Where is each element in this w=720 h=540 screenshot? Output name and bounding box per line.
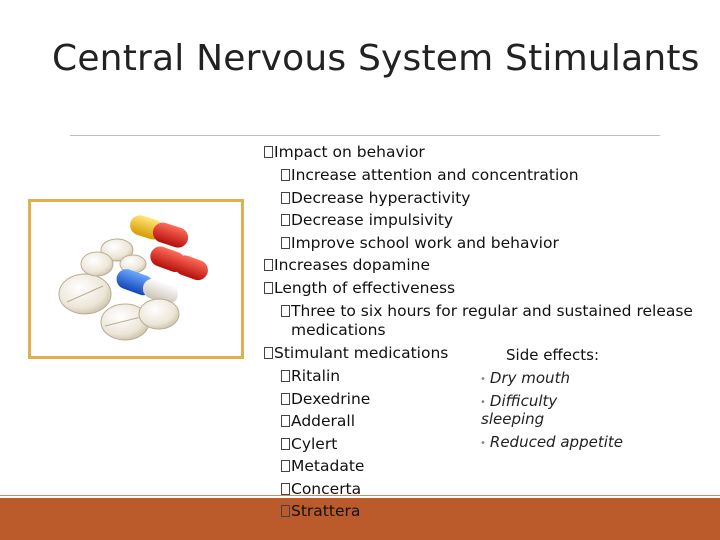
bullet-glyph-icon bbox=[264, 282, 273, 294]
outline-item: Improve school work and behavior bbox=[281, 232, 559, 254]
outline-item: Three to six hours for regular and susta… bbox=[281, 300, 693, 322]
slide-title: Central Nervous System Stimulants bbox=[52, 38, 700, 79]
pills-image bbox=[28, 199, 244, 359]
bullet-glyph-icon bbox=[281, 169, 290, 181]
bullet-glyph-icon bbox=[264, 146, 273, 158]
outline-item: Decrease hyperactivity bbox=[281, 187, 470, 209]
bullet-glyph-icon bbox=[264, 347, 273, 359]
bullet-glyph-icon bbox=[281, 483, 290, 495]
bullet-dot-icon: • bbox=[480, 397, 486, 408]
medication-item: Dexedrine bbox=[281, 388, 370, 410]
side-effect-item-continuation: sleeping bbox=[481, 410, 545, 428]
bullet-dot-icon: • bbox=[480, 438, 486, 449]
medication-item: Concerta bbox=[281, 478, 361, 500]
outline-item: Impact on behavior bbox=[264, 141, 425, 163]
side-effect-item: •Dry mouth bbox=[480, 369, 570, 387]
bullet-glyph-icon bbox=[281, 305, 290, 317]
bottom-accent-line bbox=[0, 495, 720, 496]
title-divider bbox=[70, 135, 660, 136]
side-effects-heading: Side effects: bbox=[506, 346, 599, 364]
side-effect-item: •Difficulty bbox=[480, 392, 558, 410]
bullet-dot-icon: • bbox=[480, 374, 486, 385]
pills-icon bbox=[58, 215, 208, 341]
bullet-glyph-icon bbox=[281, 370, 290, 382]
bullet-glyph-icon bbox=[281, 438, 290, 450]
outline-item: Increase attention and concentration bbox=[281, 164, 579, 186]
bullet-glyph-icon bbox=[264, 259, 273, 271]
bullet-glyph-icon bbox=[281, 505, 290, 517]
medication-item: Metadate bbox=[281, 455, 364, 477]
outline-item-continuation: medications bbox=[291, 321, 386, 339]
side-effect-item: •Reduced appetite bbox=[480, 433, 623, 451]
bullet-glyph-icon bbox=[281, 214, 290, 226]
bullet-glyph-icon bbox=[281, 393, 290, 405]
bullet-glyph-icon bbox=[281, 192, 290, 204]
outline-item: Increases dopamine bbox=[264, 254, 430, 276]
bottom-accent-bar bbox=[0, 498, 720, 540]
outline-item: Length of effectiveness bbox=[264, 277, 455, 299]
outline-item: Stimulant medications bbox=[264, 342, 448, 364]
bullet-glyph-icon bbox=[281, 415, 290, 427]
medication-item: Cylert bbox=[281, 433, 337, 455]
bullet-glyph-icon bbox=[281, 460, 290, 472]
medication-item: Adderall bbox=[281, 410, 355, 432]
medication-item: Ritalin bbox=[281, 365, 340, 387]
medication-item: Strattera bbox=[281, 500, 360, 522]
outline-item: Decrease impulsivity bbox=[281, 209, 453, 231]
bullet-glyph-icon bbox=[281, 237, 290, 249]
